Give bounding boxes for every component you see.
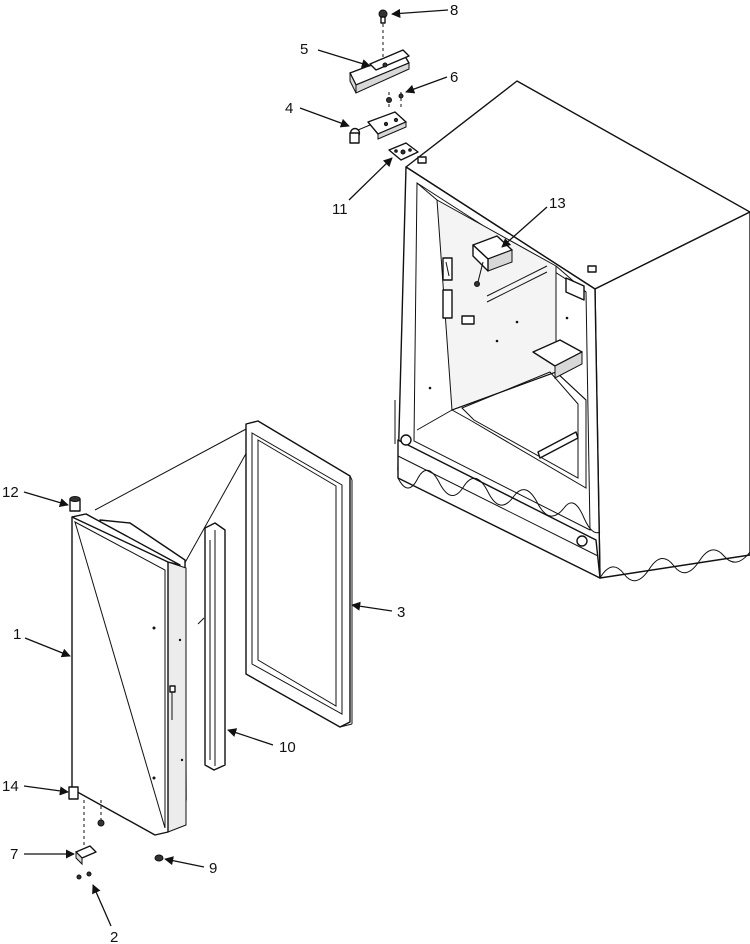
callout-11: 11 [332,201,348,218]
part-14-door-stop [68,786,79,800]
callout-4: 4 [285,100,293,117]
callout-1: 1 [13,626,21,643]
callout-12: 12 [2,484,19,501]
part-2-screws [76,871,92,880]
callout-14: 14 [2,778,19,795]
callout-8: 8 [450,2,458,19]
callout-leaders [23,8,548,927]
part-7-bottom-hinge [75,845,97,866]
callout-9: 9 [209,860,217,877]
part-5-hinge [349,49,410,94]
part-4-hinge-pin-plate [349,111,407,144]
callout-10: 10 [279,739,296,756]
part-10-door-strip [197,522,226,771]
callout-5: 5 [300,41,308,58]
part-8-screw [378,9,388,24]
callout-7: 7 [10,846,18,863]
callout-3: 3 [397,604,405,621]
callout-6: 6 [450,69,458,86]
part-9-washer [154,854,164,862]
callout-2: 2 [110,929,118,944]
part-6-screws [386,93,404,103]
part-12-door-plug [69,496,81,512]
refrigerator-cabinet [394,80,750,582]
callout-13: 13 [549,195,566,212]
part-1-door [71,513,187,836]
part-3-door-gasket [245,420,353,728]
part-11-hinge-shim [388,142,419,161]
